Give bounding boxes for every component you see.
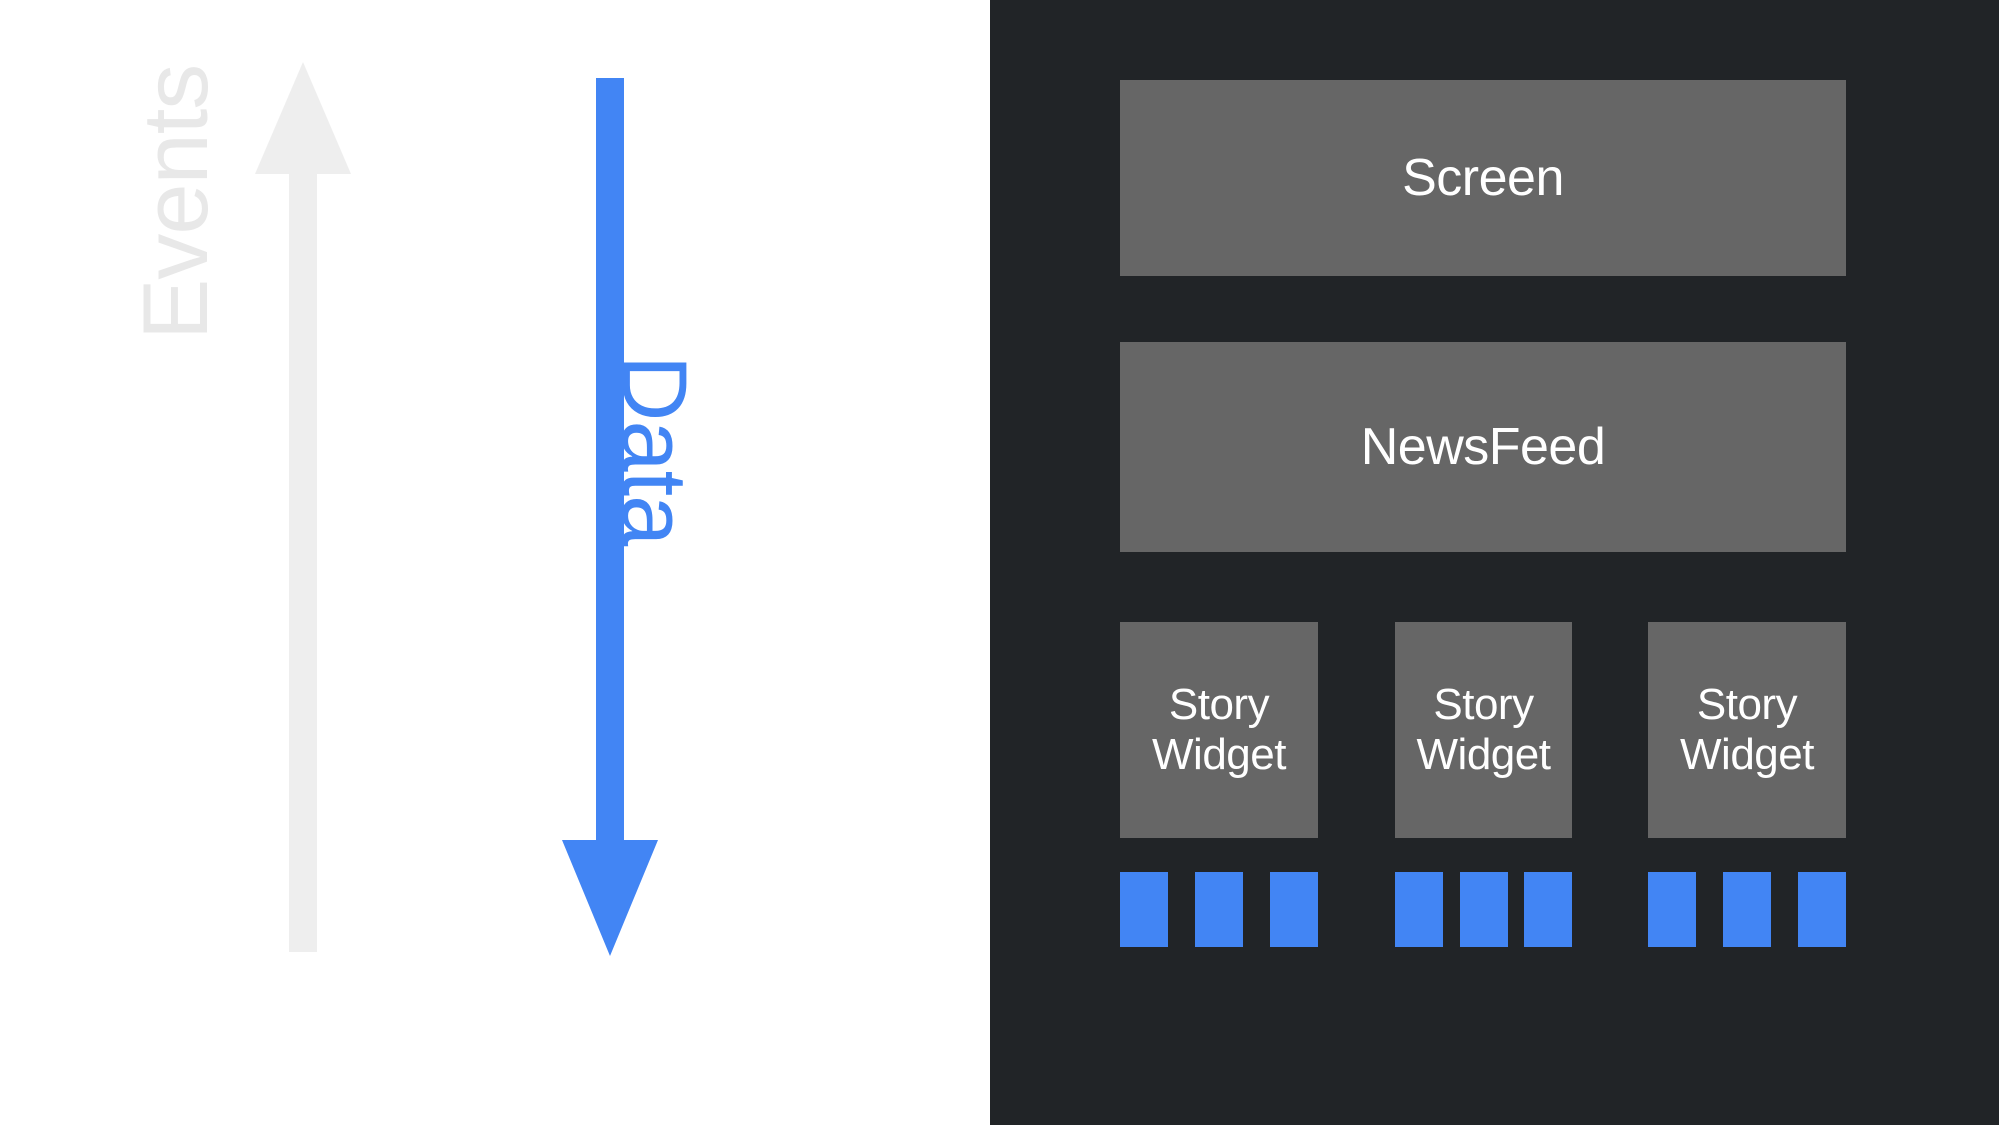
story-tick[interactable] bbox=[1723, 872, 1771, 947]
story-tick[interactable] bbox=[1648, 872, 1696, 947]
story-tick[interactable] bbox=[1270, 872, 1318, 947]
node-story-widget-line1: Story bbox=[1696, 679, 1798, 729]
data-axis-label: Data bbox=[603, 355, 705, 546]
arrow-up-icon bbox=[255, 62, 351, 952]
story-tick[interactable] bbox=[1459, 872, 1508, 947]
node-newsfeed-label: NewsFeed bbox=[1360, 417, 1606, 476]
events-axis-label: Events bbox=[125, 64, 227, 340]
story-tick[interactable] bbox=[1524, 872, 1572, 947]
arrow-down-icon bbox=[562, 78, 658, 956]
node-story-widget-line1: Story bbox=[1168, 679, 1270, 729]
node-newsfeed[interactable]: NewsFeed bbox=[1120, 342, 1846, 552]
node-story-widget-line2: Widget bbox=[1416, 730, 1551, 779]
story-tick[interactable] bbox=[1798, 872, 1846, 947]
story-tick[interactable] bbox=[1195, 872, 1243, 947]
story-tick-row bbox=[1120, 872, 1318, 947]
story-tick[interactable] bbox=[1120, 872, 1168, 947]
node-story-widget-line2: Widget bbox=[1680, 730, 1814, 779]
story-tick-row bbox=[1648, 872, 1846, 947]
node-story-widget-line2: Widget bbox=[1152, 730, 1286, 779]
node-screen-label: Screen bbox=[1402, 148, 1564, 207]
story-tick[interactable] bbox=[1395, 872, 1443, 947]
node-screen[interactable]: Screen bbox=[1120, 80, 1846, 276]
flow-legend-region: Events Data bbox=[0, 0, 990, 1125]
node-story-widget-line1: Story bbox=[1433, 679, 1534, 729]
story-tick-row bbox=[1395, 872, 1572, 947]
